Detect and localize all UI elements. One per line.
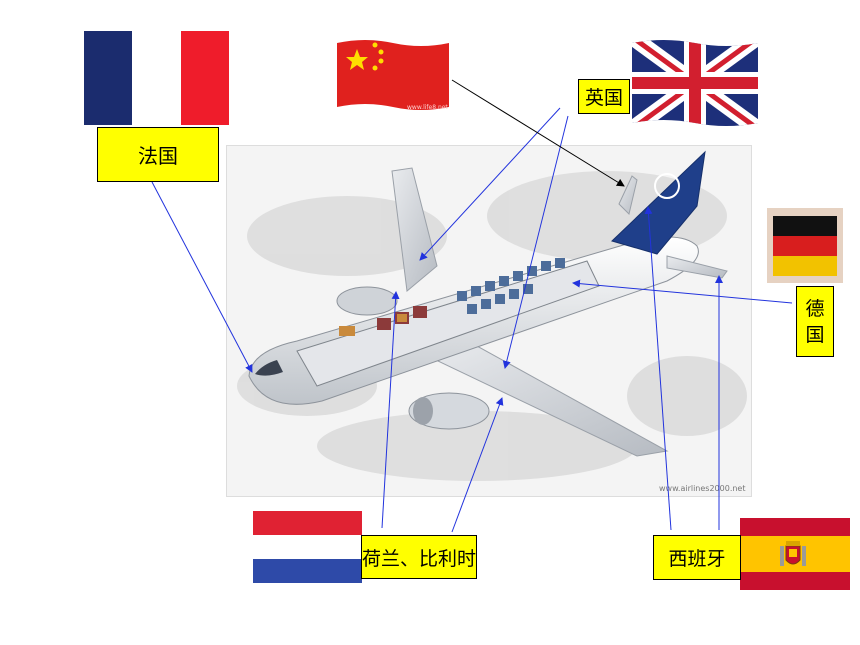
france-flag [84,31,229,125]
china-flag: www.life8.net [335,37,451,113]
label-germany-char-1: 德 [805,297,825,320]
germany-flag [767,208,843,283]
label-france: 法国 [97,127,219,182]
uk-flag [632,37,758,129]
line-uk-2 [502,115,569,369]
label-spain: 西班牙 [653,535,741,580]
label-germany-char-2: 国 [805,323,825,346]
line-spain-1 [644,206,672,531]
china-flag-watermark: www.life8.net [407,104,448,111]
line-nl-1 [381,291,400,529]
line-france [151,181,253,373]
line-uk-1 [419,107,561,261]
label-germany: 德 国 [796,286,834,357]
spain-flag [740,518,850,590]
spain-coat-of-arms-icon [778,538,808,570]
netherlands-flag [253,511,362,583]
line-nl-2 [451,397,504,533]
plane-watermark: www.airlines2000.net [659,484,746,493]
line-china [451,79,625,187]
label-uk: 英国 [578,79,630,114]
line-germany [572,279,793,304]
label-netherlands-belgium: 荷兰、比利时 [361,535,477,579]
